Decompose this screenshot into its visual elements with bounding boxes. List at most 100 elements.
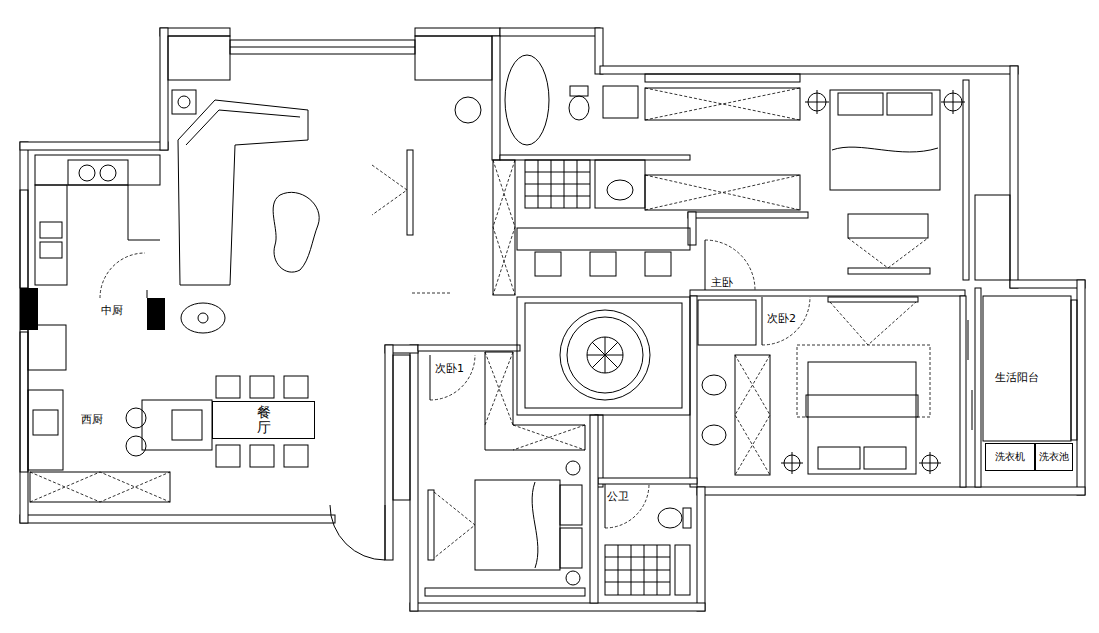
room-label: 西厨 <box>80 413 104 426</box>
fridge <box>28 325 66 370</box>
nightstand <box>781 452 803 474</box>
bedroom-2 <box>698 297 941 475</box>
washing-machine: 洗衣机 <box>985 443 1035 471</box>
windows <box>20 36 1077 596</box>
counter <box>517 228 690 250</box>
cabinet <box>493 160 515 295</box>
sink <box>607 180 633 200</box>
wall <box>500 155 690 160</box>
wall <box>415 28 500 36</box>
public-bath <box>605 508 691 595</box>
atrium <box>517 297 690 415</box>
cabinet <box>698 300 756 345</box>
room-label: 主卧 <box>710 276 734 289</box>
wall <box>492 36 500 160</box>
sink <box>172 410 202 440</box>
chair <box>284 376 308 398</box>
wall <box>690 290 965 296</box>
plant <box>455 97 481 123</box>
stool <box>645 252 671 276</box>
wall <box>598 478 697 484</box>
room-label: 生活阳台 <box>994 371 1040 384</box>
wall <box>1010 66 1018 288</box>
cabinet-cross <box>493 160 515 295</box>
wall <box>697 487 705 611</box>
bedroom-1 <box>393 352 585 585</box>
nightstand <box>566 571 580 585</box>
pillow <box>560 528 582 568</box>
chandelier <box>587 337 623 373</box>
toilet-tank <box>683 508 691 528</box>
room-label: 中厨 <box>100 304 124 317</box>
rug <box>567 317 643 393</box>
door-leaf <box>147 290 148 298</box>
tv <box>428 490 434 560</box>
tv-view <box>434 492 475 558</box>
wardrobe-cross <box>645 88 800 120</box>
sink <box>40 222 62 238</box>
living-furniture <box>172 90 452 333</box>
wall <box>590 415 598 603</box>
wall <box>410 603 705 611</box>
ottoman <box>181 303 225 333</box>
door-arc <box>762 297 810 345</box>
dining-table: 餐厅 <box>212 401 315 439</box>
sink <box>702 425 726 445</box>
burner <box>79 165 95 181</box>
bench <box>848 214 928 238</box>
shelf <box>675 545 690 595</box>
shower-tiles <box>525 160 590 208</box>
counter <box>28 390 63 470</box>
room-text: 洗衣池 <box>1039 450 1069 464</box>
stool <box>535 252 561 276</box>
tv-view <box>848 238 928 268</box>
wall <box>688 212 808 218</box>
ottoman <box>198 313 208 323</box>
room-label: 公卫 <box>606 490 630 503</box>
vanity <box>595 160 645 208</box>
cabinet <box>975 195 1010 280</box>
wardrobe <box>485 352 585 450</box>
door-leaf <box>430 355 431 400</box>
wall <box>960 296 966 487</box>
wall <box>418 345 520 351</box>
counter <box>128 185 160 240</box>
counter <box>35 155 160 185</box>
wall <box>385 345 393 560</box>
walls <box>20 28 1085 611</box>
balcony <box>983 296 1071 441</box>
stool <box>126 436 146 456</box>
tv-view <box>830 302 916 345</box>
wall <box>1077 280 1085 495</box>
wardrobe <box>645 88 800 120</box>
shower <box>605 545 670 595</box>
laundry-sink: 洗衣池 <box>1035 443 1073 471</box>
room-label: 次卧1 <box>434 362 465 375</box>
sofa-back <box>186 110 300 145</box>
door-leaf <box>972 390 973 430</box>
wall <box>690 296 697 487</box>
wardrobe-cross <box>485 352 585 450</box>
column <box>20 288 38 330</box>
side-table <box>172 90 196 114</box>
nightstand <box>941 90 965 114</box>
balcony-cabinet <box>983 296 1071 441</box>
toilet <box>569 96 589 120</box>
pillow <box>838 93 883 115</box>
cabinet-cross <box>735 355 770 475</box>
window <box>230 40 415 54</box>
bed <box>475 480 560 570</box>
chair <box>216 445 240 467</box>
wall <box>160 28 230 36</box>
window-recess <box>415 36 492 80</box>
door-leaf <box>705 240 706 290</box>
wall <box>975 288 981 487</box>
stove <box>68 160 128 185</box>
window-recess <box>168 36 230 80</box>
wall <box>20 142 168 150</box>
wall <box>410 345 418 611</box>
corridor <box>517 228 690 415</box>
tv-view <box>372 165 407 215</box>
nightstand <box>566 461 580 475</box>
